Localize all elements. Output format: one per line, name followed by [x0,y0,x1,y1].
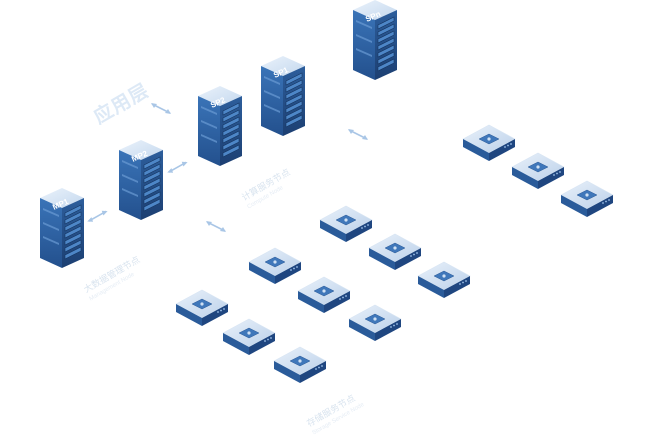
arrow-compute [205,220,227,233]
node [348,304,402,342]
arrow-mp1-mp2 [86,204,109,229]
node-group-middle [248,205,471,342]
diagram-canvas: MP1 MP2 SP2 SP1 SPn [39,0,614,384]
arrow-mp2-sp2 [166,155,189,180]
node [273,346,327,384]
node [368,233,422,271]
arrow-spn [347,128,369,141]
node [175,289,229,327]
diagram-stage: MP1 MP2 SP2 SP1 SPn 应用层 大数据管理节点 Manageme… [39,0,614,436]
node [462,124,516,162]
node [297,276,351,314]
node [417,261,471,299]
node [222,318,276,356]
node-group-bottom [175,289,327,384]
node [560,180,614,218]
node [248,247,302,285]
node [319,205,373,243]
node-group-right [462,124,614,218]
arrow-app-layer [150,102,172,115]
node [511,152,565,190]
